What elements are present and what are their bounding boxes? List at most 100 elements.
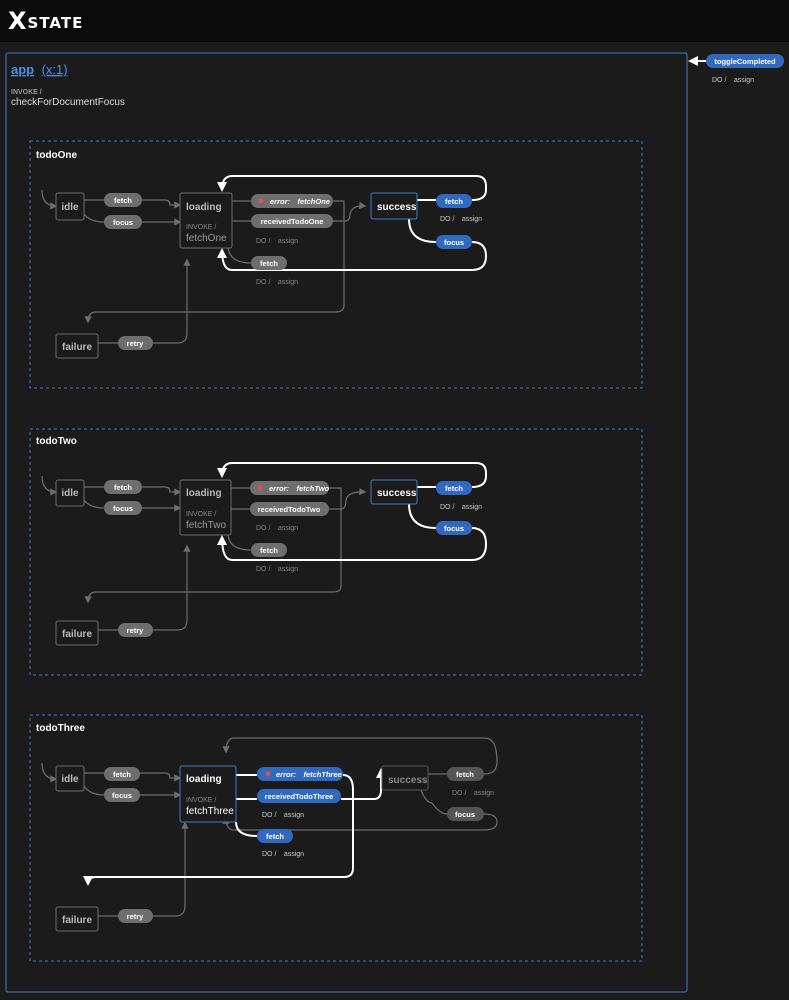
state-failure[interactable]: failure	[55, 620, 99, 646]
event-pill[interactable]	[251, 194, 333, 208]
event-idle-fetch[interactable]: fetch	[104, 767, 140, 781]
state-idle-label: idle	[61, 202, 79, 213]
toggle-completed-pill[interactable]	[706, 54, 784, 68]
state-idle-box	[55, 192, 85, 221]
event-pill[interactable]	[436, 194, 472, 208]
event-retry[interactable]: retry	[118, 909, 153, 923]
event-error[interactable]: error: fetchThree	[257, 764, 343, 781]
toggle-completed-event[interactable]: toggleCompleted DO / assign	[688, 54, 784, 86]
event-success-focus[interactable]: focus	[436, 235, 472, 249]
state-failure-box	[55, 620, 99, 646]
state-failure[interactable]: failure	[55, 906, 99, 932]
event-pill[interactable]	[104, 480, 142, 494]
event-pill[interactable]	[251, 256, 287, 270]
event-pill[interactable]	[251, 543, 287, 557]
event-label: fetch	[445, 484, 463, 493]
event-success-focus[interactable]: focus	[436, 521, 472, 535]
event-received[interactable]: receivedTodoThree	[257, 789, 341, 803]
loading-fetch-action: DO / assign	[262, 843, 304, 860]
event-pill[interactable]	[250, 502, 329, 516]
event-label: receivedTodoThree	[265, 792, 334, 801]
event-success-fetch[interactable]: fetch	[436, 194, 472, 208]
event-pill[interactable]	[118, 909, 153, 923]
event-retry[interactable]: retry	[118, 623, 153, 637]
state-idle[interactable]: idle	[55, 765, 85, 792]
logo-mark: X	[8, 7, 27, 35]
root-state-name: app (x:1)	[11, 61, 68, 78]
state-success-label: success	[388, 775, 428, 786]
event-label: focus	[113, 504, 133, 513]
event-pill[interactable]	[436, 481, 472, 495]
event-pill[interactable]	[447, 767, 484, 781]
event-label: fetch	[114, 196, 132, 205]
event-label: focus	[112, 791, 132, 800]
event-pill[interactable]	[447, 807, 484, 821]
state-failure-label: failure	[62, 342, 92, 353]
event-pill[interactable]	[436, 235, 472, 249]
root-invoke-label: INVOKE /	[11, 89, 42, 96]
edge-fetch-loading	[140, 772, 182, 782]
event-idle-focus[interactable]: focus	[104, 788, 140, 802]
state-idle[interactable]: idle	[55, 479, 85, 507]
event-label: focus	[444, 238, 464, 247]
event-success-fetch[interactable]: fetch	[447, 767, 484, 781]
event-loading-fetch[interactable]: fetch	[257, 829, 293, 843]
event-idle-fetch[interactable]: fetch	[104, 480, 142, 494]
event-label: receivedTodoOne	[261, 217, 324, 226]
event-error[interactable]: error: fetchOne	[251, 191, 333, 208]
event-pill[interactable]	[104, 788, 140, 802]
event-pill[interactable]	[436, 521, 472, 535]
event-received[interactable]: receivedTodoOne	[251, 214, 333, 228]
initial-edge	[41, 762, 58, 783]
state-idle[interactable]: idle	[55, 192, 85, 221]
event-success-fetch[interactable]: fetch	[436, 481, 472, 495]
event-pill[interactable]	[257, 829, 293, 843]
group-todo-three: todoThree idle loading INVOKE / fetchThr…	[29, 714, 643, 962]
state-loading[interactable]: loading INVOKE / fetchTwo	[179, 479, 232, 536]
edge-error-failure	[83, 774, 354, 886]
root-state-app[interactable]: app (x:1) INVOKE / checkForDocumentFocus	[5, 52, 688, 993]
event-idle-focus[interactable]: focus	[104, 215, 142, 229]
event-pill[interactable]	[118, 623, 153, 637]
event-pill[interactable]	[104, 193, 142, 207]
event-label: fetch	[456, 770, 474, 779]
event-success-focus[interactable]: focus	[447, 807, 484, 821]
event-label: receivedTodoTwo	[258, 505, 321, 514]
event-pill[interactable]	[104, 767, 140, 781]
event-label: retry	[127, 912, 145, 921]
event-pill[interactable]	[250, 481, 329, 495]
logo-text: STATE	[27, 13, 84, 32]
state-failure[interactable]: failure	[55, 333, 99, 359]
group-name: todoOne	[36, 150, 78, 161]
event-loading-fetch[interactable]: fetch	[251, 543, 287, 557]
state-success-box	[370, 479, 418, 505]
event-pill[interactable]	[104, 501, 142, 515]
event-pill[interactable]	[257, 789, 341, 803]
event-error[interactable]: error: fetchTwo	[250, 478, 330, 495]
event-pill[interactable]	[251, 214, 333, 228]
event-idle-focus[interactable]: focus	[104, 501, 142, 515]
event-idle-fetch[interactable]: fetch	[104, 193, 142, 207]
state-success-box	[381, 765, 429, 791]
initial-edge	[41, 475, 58, 496]
event-retry[interactable]: retry	[118, 336, 153, 350]
loading-fetch-action: DO / assign	[256, 271, 298, 288]
state-success[interactable]: success	[381, 765, 429, 791]
state-success[interactable]: success	[370, 479, 418, 505]
event-label: error: fetchTwo	[269, 478, 330, 495]
received-action: DO / assign	[256, 517, 298, 534]
event-loading-fetch[interactable]: fetch	[251, 256, 287, 270]
state-loading[interactable]: loading INVOKE / fetchOne	[179, 192, 233, 249]
state-success[interactable]: success	[370, 192, 418, 220]
event-pill[interactable]	[257, 767, 343, 781]
event-pill[interactable]	[118, 336, 153, 350]
state-loading-invoke-label: INVOKE /	[186, 224, 216, 231]
edge-idle-focus	[83, 785, 105, 796]
success-fetch-action: DO / assign	[440, 496, 482, 513]
event-pill[interactable]	[104, 215, 142, 229]
state-loading[interactable]: loading INVOKE / fetchThree	[179, 765, 237, 823]
group-box	[29, 140, 643, 389]
event-received[interactable]: receivedTodoTwo	[250, 502, 329, 516]
toggle-completed-action: DO / assign	[712, 69, 754, 86]
